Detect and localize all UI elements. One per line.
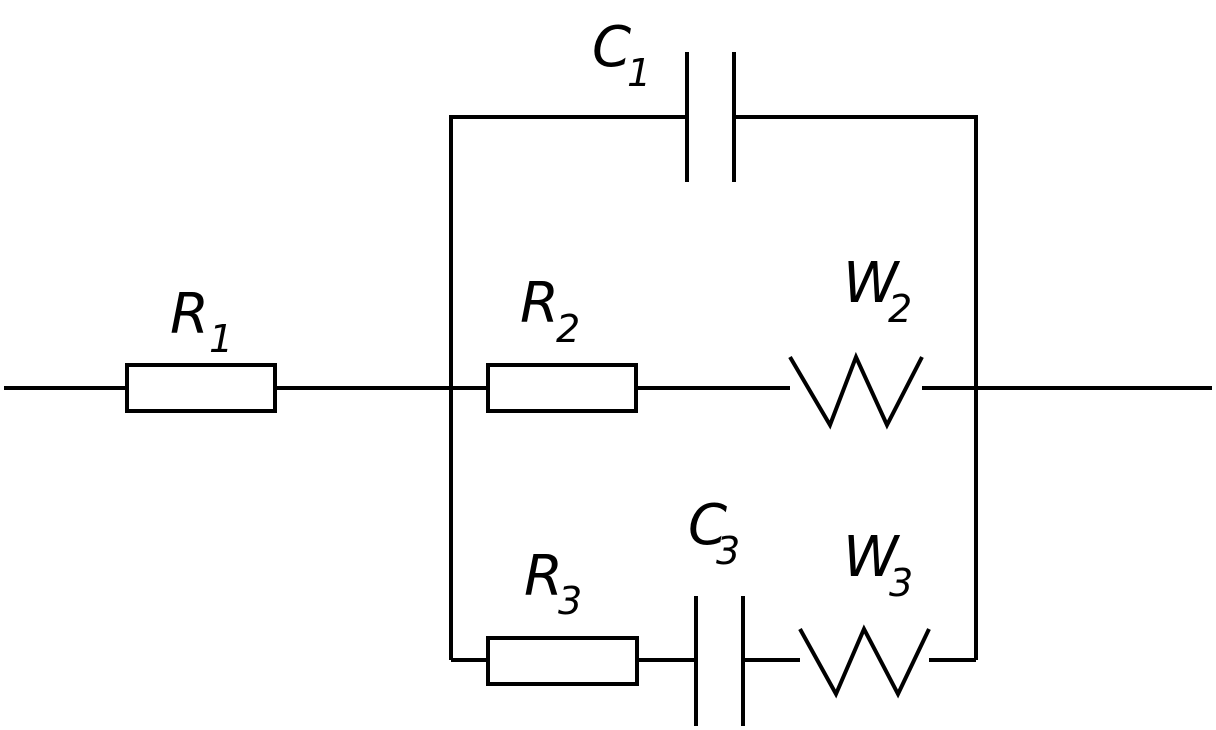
resistor-r3-body [486, 636, 639, 686]
capacitor-c1: C 1 [592, 15, 736, 182]
label-r1-index: 1 [209, 317, 233, 361]
warburg-w3: W 3 [798, 525, 931, 699]
warburg-w2: W 2 [788, 251, 924, 430]
resistor-r3: R 3 [486, 544, 639, 686]
label-w3-symbol: W [843, 525, 901, 590]
label-w2-symbol: W [843, 251, 901, 316]
resistor-r1: R 1 [125, 282, 277, 413]
warburg-w2-zigzag [788, 351, 924, 430]
resistor-r2: R 2 [486, 271, 638, 413]
label-c3-index: 3 [716, 529, 740, 573]
label-r3-symbol: R [524, 544, 561, 609]
label-r3-index: 3 [558, 579, 582, 623]
label-c3-symbol: C [688, 493, 727, 558]
label-c1-symbol: C [592, 15, 631, 80]
label-c1-index: 1 [627, 51, 651, 95]
resistor-r1-body [125, 363, 277, 413]
warburg-w3-zigzag [798, 624, 931, 699]
resistor-r2-body [486, 363, 638, 413]
label-w3-index: 3 [889, 561, 913, 605]
label-w2-index: 2 [888, 287, 912, 331]
label-r2-symbol: R [520, 271, 557, 336]
capacitor-c3: C 3 [688, 493, 745, 726]
label-r2-index: 2 [556, 307, 580, 351]
label-r1-symbol: R [170, 282, 207, 347]
